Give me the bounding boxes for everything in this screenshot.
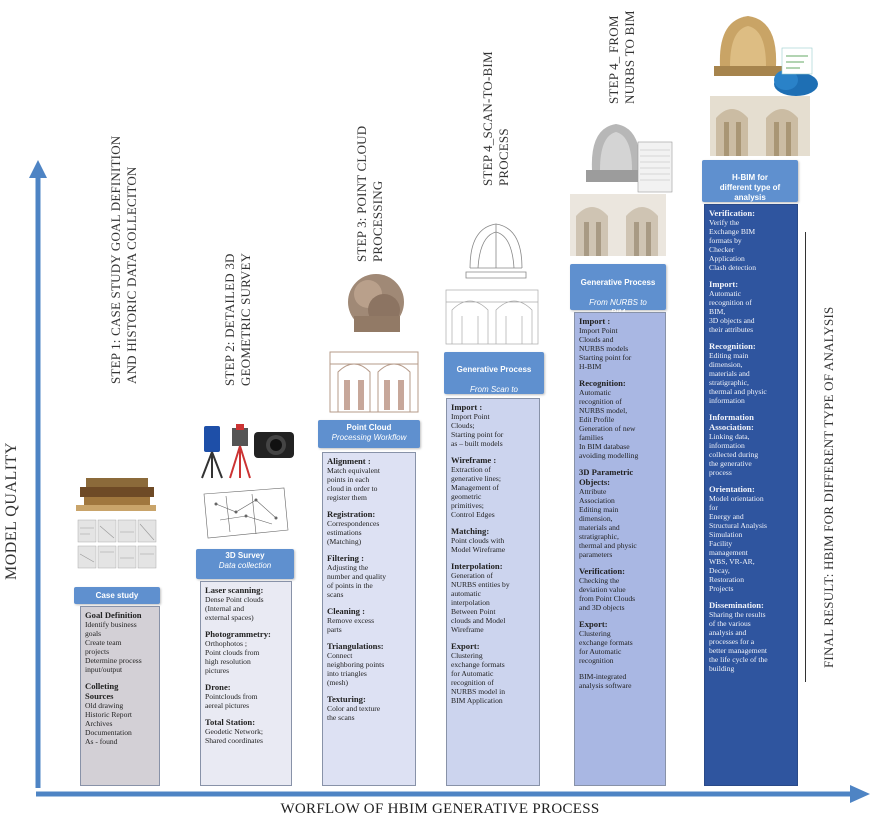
column-section: 3D Parametric Objects:Attribute Associat…: [579, 467, 637, 559]
scan-to-nurbs-header: Generative Process From Scan to NURBS: [444, 352, 544, 404]
column-section: Wireframe :Extraction of generative line…: [451, 455, 501, 519]
column-section: Export:Clustering exchange formats for A…: [451, 641, 506, 705]
nurbs-bim-image: [570, 124, 673, 256]
case-study-header: Case study: [74, 587, 160, 604]
hbim-model-image: [710, 16, 818, 156]
final-result-bracket: [805, 232, 806, 682]
column-section: Texturing:Color and texture the scans: [327, 694, 381, 722]
column-section: Drone:Pointclouds from aereal pictures: [205, 682, 258, 710]
column-section: Cleaning :Remove excess parts: [327, 606, 375, 634]
point-cloud-image: [329, 274, 419, 413]
column-section: Recognition:Automatic recognition of NUR…: [579, 378, 639, 460]
hbim-header: H-BIM for different type of analysis: [702, 160, 798, 202]
column-section: Matching:Point clouds with Model Wirefra…: [451, 526, 506, 554]
step-2-title: STEP 2: DETAILED 3D GEOMETRIC SURVEY: [222, 252, 253, 386]
column-section: Orientation:Model orientation for Energy…: [709, 484, 768, 593]
column-section: Verification:Checking the deviation valu…: [579, 566, 636, 612]
column-section: Total Station:Geodetic Network; Shared c…: [205, 717, 263, 745]
final-result-label: FINAL RESULT: HBIM FOR DIFFERENT TYPE OF…: [821, 306, 836, 668]
column-section: Filtering :Adjusting the number and qual…: [327, 553, 387, 599]
hbim-column: Verification:Verify the Exchange BIM for…: [704, 204, 798, 786]
survey-instruments-image: [201, 424, 294, 539]
point-cloud-column: Alignment :Match equivalent points in ea…: [322, 452, 416, 786]
point-cloud-header: Point Cloud Processing Workflow: [318, 420, 420, 448]
y-axis-label: MODEL QUALITY: [3, 442, 20, 580]
column-section: Export:Clustering exchange formats for A…: [579, 619, 633, 665]
scan-to-nurbs-column: Import :Import Point Clouds; Starting po…: [446, 398, 540, 786]
column-section: Import:Automatic recognition of BIM, 3D …: [709, 279, 755, 334]
step-5-title: STEP 4_ FROM NURBS TO BIM: [606, 10, 637, 104]
column-section: Recognition:Editing main dimension, mate…: [709, 341, 767, 405]
column-section: BIM-integrated analysis software: [579, 672, 632, 690]
survey-column: Laser scanning:Dense Point clouds (Inter…: [200, 581, 292, 786]
column-section: Import :Import Point Clouds and NURBS mo…: [579, 316, 632, 371]
column-section: Information Association:Linking data, in…: [709, 412, 759, 477]
step-3-title: STEP 3: POINT CLOUD PROCESSING: [354, 125, 385, 262]
column-section: Laser scanning:Dense Point clouds (Inter…: [205, 585, 264, 622]
column-section: Registration:Correspondences estimations…: [327, 509, 380, 546]
step-1-title: STEP 1: CASE STUDY GOAL DEFINITION AND H…: [108, 135, 139, 384]
x-axis-label: WORFLOW OF HBIM GENERATIVE PROCESS: [280, 801, 600, 817]
survey-header: 3D Survey Data collection: [196, 549, 294, 579]
column-section: Triangulations:Connect neighboring point…: [327, 641, 385, 687]
column-section: Interpolation:Generation of NURBS entiti…: [451, 561, 510, 634]
nurbs-to-bim-column: Import :Import Point Clouds and NURBS mo…: [574, 312, 666, 786]
wireframe-image: [445, 223, 539, 345]
historic-documents-image: [76, 478, 157, 569]
column-section: Photogrammetry:Orthophotos ; Point cloud…: [205, 629, 271, 675]
x-axis-arrow: [36, 785, 870, 803]
column-section: Alignment :Match equivalent points in ea…: [327, 456, 380, 502]
nurbs-to-bim-header: Generative Process From NURBS to BIM: [570, 264, 666, 317]
column-section: Dissemination:Sharing the results of the…: [709, 600, 768, 673]
y-axis-arrow: [29, 160, 47, 788]
column-section: Import :Import Point Clouds; Starting po…: [451, 402, 504, 448]
column-section: Verification:Verify the Exchange BIM for…: [709, 208, 757, 272]
step-4-title: STEP 4_SCAN-TO-BIM PROCESS: [480, 51, 511, 186]
